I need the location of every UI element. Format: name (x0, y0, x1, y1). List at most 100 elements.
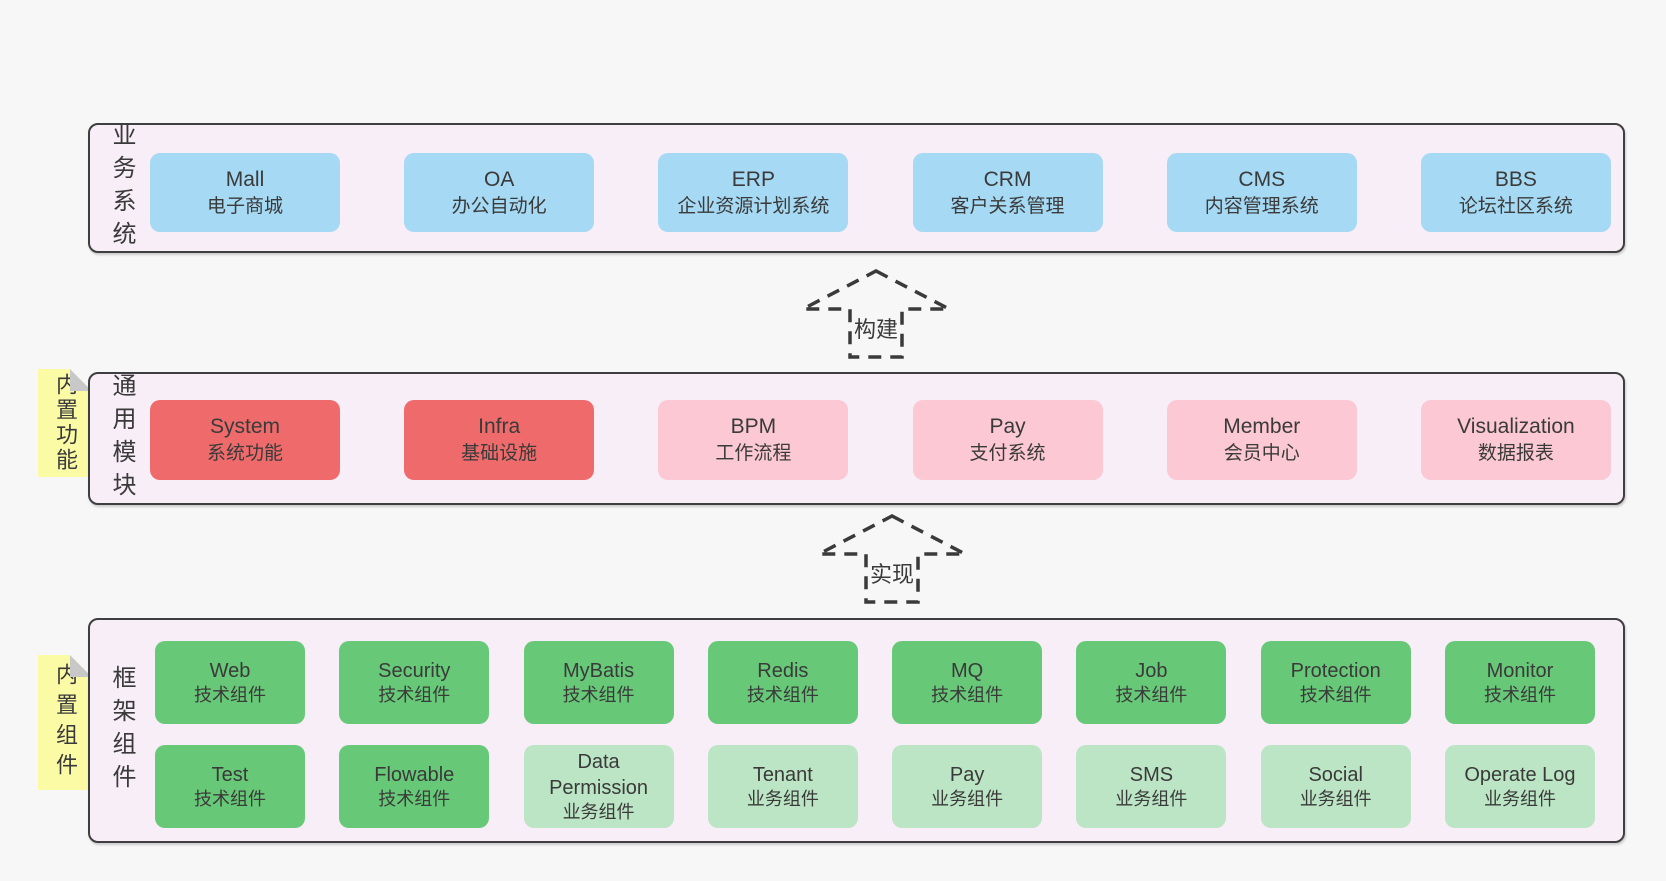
box-subtitle: 业务组件 (1115, 788, 1188, 809)
module-box-pay: Pay 支付系统 (912, 400, 1103, 480)
box-subtitle: 技术组件 (1299, 684, 1372, 705)
business-box-oa: OA 办公自动化 (404, 153, 595, 232)
box-subtitle: 客户关系管理 (950, 195, 1065, 217)
component-box-test: Test 技术组件 (155, 745, 305, 828)
box-title: CRM (983, 167, 1032, 191)
box-title: CMS (1238, 167, 1286, 191)
business-box-crm: CRM 客户关系管理 (912, 153, 1103, 232)
module-box-system: System 系统功能 (150, 400, 340, 480)
component-box-data-permission: Data Permission 业务组件 (523, 745, 674, 828)
box-title: Infra (478, 415, 521, 438)
sticky-note-label: 内置功能 (53, 373, 78, 473)
component-box-mybatis: MyBatis 技术组件 (523, 641, 674, 724)
business-systems-band: 业务系统 Mall 电子商城 OA 办公自动化 ERP 企业资源计划系统 CRM… (88, 122, 1625, 254)
box-title: BBS (1494, 167, 1537, 191)
box-subtitle: 业务组件 (931, 788, 1004, 809)
component-box-mq: MQ 技术组件 (892, 641, 1043, 724)
sticky-note-label: 内置组件 (53, 662, 78, 783)
box-subtitle: 工作流程 (715, 443, 792, 465)
box-title: OA (484, 167, 515, 191)
common-modules-band: 通用模块 System 系统功能 Infra 基础设施 BPM 工作流程 Pay… (88, 372, 1625, 505)
band-title-components: 框架组件 (108, 664, 135, 797)
component-box-protection: Protection 技术组件 (1260, 641, 1411, 724)
sticky-note-built-in-components: 内置组件 (38, 655, 92, 790)
box-subtitle: 技术组件 (378, 788, 451, 809)
box-title: Job (1135, 659, 1168, 682)
component-box-pay: Pay 业务组件 (892, 745, 1043, 828)
box-subtitle: 论坛社区系统 (1458, 195, 1573, 217)
box-title: Member (1223, 415, 1301, 438)
business-box-cms: CMS 内容管理系统 (1166, 153, 1357, 232)
dashed-up-arrow-icon (818, 514, 966, 604)
box-subtitle: 支付系统 (969, 443, 1046, 465)
box-subtitle: 业务组件 (562, 801, 635, 822)
box-subtitle: 业务组件 (1483, 788, 1556, 809)
box-subtitle: 企业资源计划系统 (677, 195, 830, 217)
box-title: BPM (730, 415, 777, 438)
box-title: ERP (731, 167, 775, 191)
box-subtitle: 技术组件 (746, 684, 819, 705)
box-subtitle: 技术组件 (378, 684, 451, 705)
box-title: Operate Log (1464, 763, 1576, 786)
build-arrow-label: 构建 (851, 312, 901, 344)
band-title-modules: 通用模块 (108, 372, 135, 505)
box-subtitle: 基础设施 (461, 443, 538, 465)
component-box-social: Social 业务组件 (1260, 745, 1411, 828)
box-title: Mall (225, 167, 265, 191)
implement-arrow: 实现 (816, 513, 968, 605)
component-box-security: Security 技术组件 (339, 641, 490, 724)
box-subtitle: 技术组件 (562, 684, 635, 705)
box-subtitle: 会员中心 (1223, 443, 1300, 465)
box-subtitle: 内容管理系统 (1204, 195, 1319, 217)
component-box-sms: SMS 业务组件 (1076, 745, 1227, 828)
box-subtitle: 办公自动化 (451, 195, 547, 217)
component-box-tenant: Tenant 业务组件 (707, 745, 858, 828)
component-box-redis: Redis 技术组件 (707, 641, 858, 724)
box-subtitle: 技术组件 (194, 788, 266, 809)
box-title: Web (209, 659, 251, 682)
box-subtitle: 技术组件 (194, 684, 266, 705)
business-boxes-row: Mall 电子商城 OA 办公自动化 ERP 企业资源计划系统 CRM 客户关系… (150, 153, 1611, 232)
box-title: Redis (757, 659, 809, 682)
box-title: Monitor (1486, 659, 1554, 682)
sticky-note-built-in-features: 内置功能 (38, 369, 92, 477)
module-box-bpm: BPM 工作流程 (658, 400, 849, 480)
framework-components-band: 框架组件 Web 技术组件 Security 技术组件 MyBatis 技术组件… (88, 618, 1625, 843)
box-subtitle: 业务组件 (1299, 788, 1372, 809)
component-box-operate-log: Operate Log 业务组件 (1444, 745, 1595, 828)
box-title: Test (211, 763, 249, 786)
box-subtitle: 业务组件 (746, 788, 819, 809)
box-title: Tenant (752, 763, 813, 786)
component-box-flowable: Flowable 技术组件 (339, 745, 490, 828)
box-title: Data Permission (549, 750, 649, 799)
box-title: Pay (949, 763, 985, 786)
module-box-infra: Infra 基础设施 (404, 400, 595, 480)
box-title: Visualization (1457, 415, 1575, 438)
box-subtitle: 系统功能 (206, 443, 283, 465)
box-subtitle: 技术组件 (931, 684, 1004, 705)
box-title: Social (1308, 763, 1363, 786)
business-box-bbs: BBS 论坛社区系统 (1420, 153, 1611, 232)
box-title: MQ (951, 659, 984, 682)
modules-boxes-row: System 系统功能 Infra 基础设施 BPM 工作流程 Pay 支付系统… (150, 400, 1611, 480)
box-subtitle: 电子商城 (206, 195, 283, 217)
component-box-job: Job 技术组件 (1076, 641, 1227, 724)
box-subtitle: 技术组件 (1115, 684, 1188, 705)
box-title: Flowable (374, 763, 455, 786)
box-subtitle: 数据报表 (1477, 443, 1554, 465)
box-title: Security (378, 659, 451, 682)
module-box-member: Member 会员中心 (1166, 400, 1357, 480)
components-row-2: Test 技术组件 Flowable 技术组件 Data Permission … (155, 745, 1595, 828)
component-box-web: Web 技术组件 (155, 641, 305, 724)
box-title: Pay (989, 415, 1026, 438)
dashed-up-arrow-icon (802, 269, 950, 359)
component-box-monitor: Monitor 技术组件 (1444, 641, 1595, 724)
box-title: MyBatis (563, 659, 635, 682)
box-title: System (209, 415, 280, 438)
box-title: Protection (1290, 659, 1381, 682)
box-title: SMS (1129, 763, 1174, 786)
build-arrow: 构建 (800, 268, 952, 360)
business-box-mall: Mall 电子商城 (150, 153, 340, 232)
band-title-business: 业务系统 (108, 122, 135, 254)
